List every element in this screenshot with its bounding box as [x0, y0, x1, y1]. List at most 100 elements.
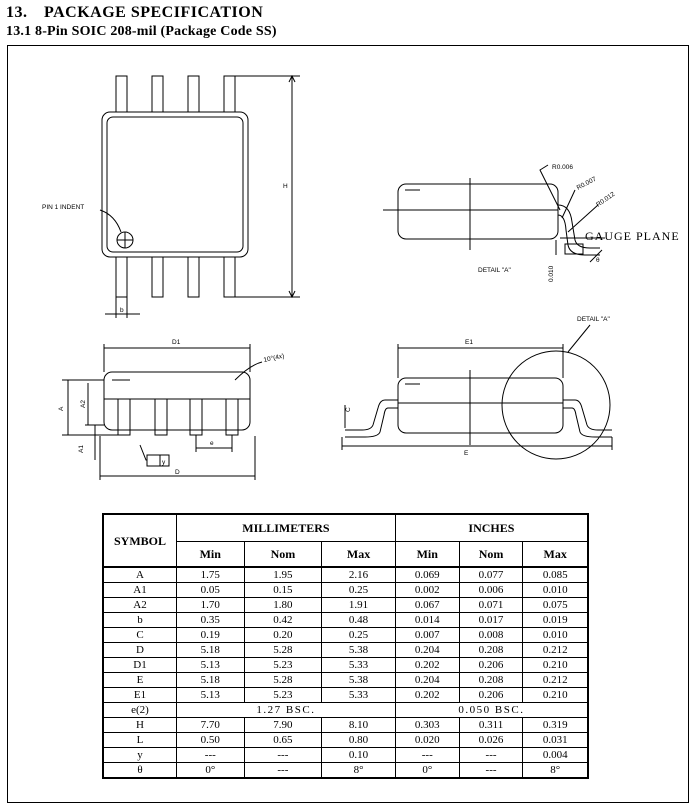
value-cell: 5.23 [243, 687, 323, 703]
value-cell: 0.80 [321, 732, 396, 748]
dim-E-label: E [464, 450, 469, 457]
value-cell: 0.303 [394, 717, 460, 733]
value-cell: 0.212 [522, 642, 589, 658]
value-cell: 0.210 [522, 657, 589, 673]
subsection-heading: 13.1 8-Pin SOIC 208-mil (Package Code SS… [6, 24, 277, 39]
value-cell: 0.008 [458, 627, 524, 643]
symbol-cell: e(2) [102, 702, 177, 718]
value-cell: 0.071 [458, 597, 524, 613]
value-cell: 0.311 [458, 717, 524, 733]
mm-header: MILLIMETERS [176, 513, 396, 542]
value-cell: 5.23 [243, 657, 323, 673]
drawing-frame [7, 45, 689, 803]
value-cell: 0° [176, 762, 245, 779]
table-row: y------0.10------0.004 [102, 747, 589, 763]
dim-D-label: D [175, 469, 180, 476]
value-cell: --- [458, 747, 524, 763]
value-cell: 2.16 [321, 566, 396, 583]
value-cell: 0.017 [458, 612, 524, 628]
value-cell: 0.069 [394, 566, 460, 583]
value-cell: 0.25 [321, 627, 396, 643]
r006-label: R0.006 [552, 164, 573, 171]
value-cell: 0.202 [394, 657, 460, 673]
dim-D1-label: D1 [172, 339, 181, 346]
value-cell: 0.210 [522, 687, 589, 703]
value-cell: 0.026 [458, 732, 524, 748]
value-cell: 0.05 [176, 582, 245, 598]
section-heading: 13. PACKAGE SPECIFICATION [6, 4, 263, 22]
symbol-cell: b [102, 612, 177, 628]
value-cell: 0.019 [522, 612, 589, 628]
value-cell: 1.91 [321, 597, 396, 613]
value-cell: 1.80 [243, 597, 323, 613]
value-cell: 1.70 [176, 597, 245, 613]
value-cell: 0.020 [394, 732, 460, 748]
in-min-header: Min [394, 541, 460, 568]
mm-nom-header: Nom [243, 541, 323, 568]
value-cell: 5.33 [321, 657, 396, 673]
symbol-cell: A2 [102, 597, 177, 613]
symbol-cell: D [102, 642, 177, 658]
value-cell: 0.031 [522, 732, 589, 748]
dim-e-label: e [210, 440, 214, 447]
value-cell: 5.33 [321, 687, 396, 703]
section-title: PACKAGE SPECIFICATION [44, 4, 264, 21]
symbol-cell: θ [102, 762, 177, 779]
value-cell: 5.38 [321, 672, 396, 688]
value-cell: 1.95 [243, 566, 323, 583]
value-cell: 0.077 [458, 566, 524, 583]
value-cell: 0.212 [522, 672, 589, 688]
table-row: e(2)1.27 BSC.0.050 BSC. [102, 702, 589, 718]
in-header: INCHES [394, 513, 589, 542]
flag-y-label: y [162, 459, 166, 466]
value-cell: 0.206 [458, 687, 524, 703]
detail-a-label: DETAIL "A" [478, 267, 511, 274]
value-cell: 5.13 [176, 687, 245, 703]
value-cell: 0.319 [522, 717, 589, 733]
value-cell: 0.004 [522, 747, 589, 763]
mm-max-header: Max [321, 541, 396, 568]
detail-a-callout: DETAIL "A" [577, 316, 610, 323]
value-cell: 0.15 [243, 582, 323, 598]
value-cell: --- [243, 747, 323, 763]
symbol-cell: E1 [102, 687, 177, 703]
value-cell: 7.70 [176, 717, 245, 733]
dim-b-label: b [120, 307, 124, 314]
value-cell: 8.10 [321, 717, 396, 733]
dim-E1-label: E1 [465, 339, 473, 346]
theta-label: θ [596, 257, 600, 264]
in-nom-header: Nom [458, 541, 524, 568]
value-cell: 0.085 [522, 566, 589, 583]
r007-label: R0.007 [576, 176, 598, 192]
side-view-lower [341, 324, 613, 460]
dim-0010-label: 0.010 [548, 265, 555, 282]
dim-A1-label: A1 [78, 445, 85, 453]
dim-A2-label: A2 [80, 400, 87, 408]
value-cell: 8° [522, 762, 589, 779]
gauge-plane-label: GAUGE PLANE [585, 229, 680, 243]
value-cell: 8° [321, 762, 396, 779]
value-cell: 1.75 [176, 566, 245, 583]
value-cell: 5.13 [176, 657, 245, 673]
symbol-cell: A [102, 566, 177, 583]
mm-min-header: Min [176, 541, 245, 568]
symbol-header: SYMBOL [102, 513, 177, 568]
symbol-cell: C [102, 627, 177, 643]
section-number: 13. [6, 4, 28, 21]
value-cell: 0.010 [522, 582, 589, 598]
value-cell: 0.48 [321, 612, 396, 628]
value-cell: 0.010 [522, 627, 589, 643]
symbol-cell: D1 [102, 657, 177, 673]
value-cell: 0.204 [394, 642, 460, 658]
value-cell: 5.28 [243, 642, 323, 658]
in-max-header: Max [522, 541, 589, 568]
value-cell: 0.067 [394, 597, 460, 613]
